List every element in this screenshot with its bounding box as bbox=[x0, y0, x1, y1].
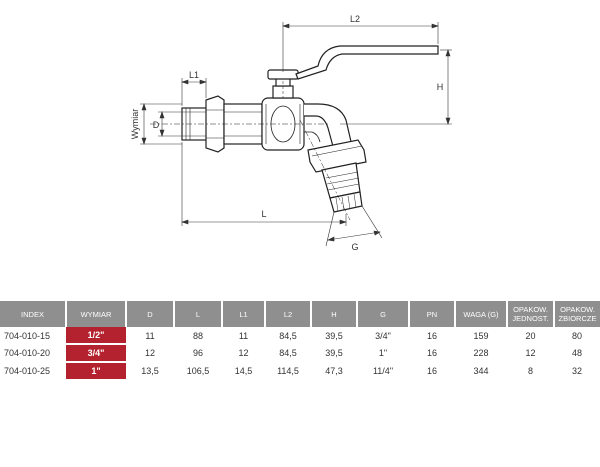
table-cell: 704-010-25 bbox=[4, 365, 51, 376]
label-l: L bbox=[261, 209, 266, 219]
column-header: L2 bbox=[265, 301, 312, 327]
table-cell: 344 bbox=[473, 365, 489, 376]
column-header: INDEX bbox=[0, 301, 67, 327]
table-cell: 12 bbox=[144, 348, 155, 358]
label-d: D bbox=[153, 120, 160, 130]
spec-table: INDEX WYMIAR D L L1 L2 H G PN WAGA (G) O… bbox=[0, 301, 600, 379]
table-cell: 20 bbox=[525, 330, 536, 341]
table-cell: 80 bbox=[571, 330, 582, 341]
label-wymiar: Wymiar bbox=[130, 109, 140, 139]
table-cell: 16 bbox=[426, 365, 437, 376]
column-header: PN bbox=[409, 301, 456, 327]
table-cell: 32 bbox=[571, 365, 582, 376]
table-row: 704-010-25 1" 13,5 106,5 14,5 114,5 47,3… bbox=[0, 362, 600, 379]
column-header: WAGA (G) bbox=[455, 301, 508, 327]
table-cell: 39,5 bbox=[325, 330, 343, 341]
table-cell: 48 bbox=[571, 348, 582, 358]
table-row: 704-010-15 1/2" 11 88 11 84,5 39,5 3/4" … bbox=[0, 327, 600, 345]
table-cell: 228 bbox=[473, 348, 489, 358]
table-cell: 13,5 bbox=[141, 365, 159, 376]
column-header: H bbox=[311, 301, 358, 327]
table-cell: 16 bbox=[426, 348, 437, 358]
table-cell: 84,5 bbox=[279, 348, 297, 358]
column-header: OPAKOW. ZBIORCZE bbox=[554, 301, 600, 327]
table-cell: 11 bbox=[238, 330, 249, 341]
label-l1: L1 bbox=[189, 70, 199, 80]
table-cell: 47,3 bbox=[325, 365, 343, 376]
table-cell: 16 bbox=[426, 330, 437, 341]
table-cell: 704-010-15 bbox=[4, 330, 51, 341]
table-cell: 106,5 bbox=[186, 365, 210, 376]
table-cell: 114,5 bbox=[277, 365, 299, 376]
column-header: OPAKOW. JEDNOST. bbox=[507, 301, 555, 327]
table-cell: 1" bbox=[66, 362, 126, 379]
table-cell: 11/4" bbox=[372, 365, 394, 376]
table-cell: 12 bbox=[238, 348, 249, 358]
column-header: D bbox=[126, 301, 175, 327]
label-h: H bbox=[437, 82, 444, 92]
table-cell: 39,5 bbox=[325, 348, 343, 358]
table-cell: 11 bbox=[145, 330, 155, 341]
table-cell: 1" bbox=[378, 348, 388, 358]
table-cell: 14,5 bbox=[234, 365, 253, 376]
table-cell: 8 bbox=[527, 365, 533, 376]
table-cell: 88 bbox=[192, 330, 203, 341]
table-cell: 704-010-20 bbox=[4, 348, 51, 358]
table-cell: 12 bbox=[525, 348, 536, 358]
technical-drawing: L2 H L1 D Wymiar L G bbox=[130, 14, 452, 252]
table-cell: 84,5 bbox=[279, 330, 297, 341]
column-header: WYMIAR bbox=[66, 301, 127, 327]
table-header-row: INDEX WYMIAR D L L1 L2 H G PN WAGA (G) O… bbox=[0, 301, 600, 327]
table-cell: 159 bbox=[473, 330, 489, 341]
label-g: G bbox=[351, 242, 358, 252]
column-header: G bbox=[357, 301, 410, 327]
table-cell: 3/4" bbox=[375, 330, 391, 341]
label-l2: L2 bbox=[350, 14, 360, 24]
table-row: 704-010-20 3/4" 12 96 12 84,5 39,5 1" 16… bbox=[0, 344, 600, 363]
column-header: L1 bbox=[222, 301, 266, 327]
table-cell: 3/4" bbox=[66, 344, 126, 363]
column-header: L bbox=[174, 301, 223, 327]
table-cell: 1/2" bbox=[66, 327, 126, 345]
table-cell: 96 bbox=[192, 348, 203, 358]
